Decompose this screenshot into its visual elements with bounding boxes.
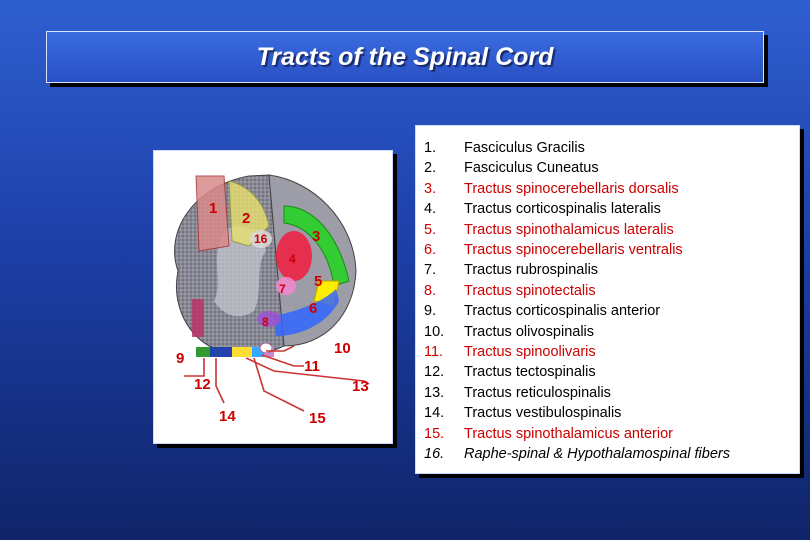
legend-row: 3.Tractus spinocerebellaris dorsalis xyxy=(424,179,679,199)
legend-row: 6.Tractus spinocerebellaris ventralis xyxy=(424,240,683,260)
legend-number: 16. xyxy=(424,446,464,462)
legend-number: 8. xyxy=(424,283,464,299)
legend-text: Tractus spinotectalis xyxy=(464,283,596,299)
tract-12-region xyxy=(196,347,210,357)
legend-number: 11. xyxy=(424,344,464,360)
label-11: 11 xyxy=(304,358,320,375)
legend-row: 4.Tractus corticospinalis lateralis xyxy=(424,199,661,219)
legend-text: Tractus reticulospinalis xyxy=(464,385,611,401)
legend-text: Tractus corticospinalis anterior xyxy=(464,303,660,319)
legend-row: 16.Raphe-spinal & Hypothalamospinal fibe… xyxy=(424,444,730,464)
label-12: 12 xyxy=(194,376,211,393)
legend-text: Tractus spinocerebellaris ventralis xyxy=(464,242,683,258)
label-1: 1 xyxy=(209,200,217,217)
legend-number: 6. xyxy=(424,242,464,258)
legend-text: Fasciculus Gracilis xyxy=(464,140,585,156)
legend-row: 2.Fasciculus Cuneatus xyxy=(424,158,599,178)
legend-text: Tractus spinocerebellaris dorsalis xyxy=(464,181,679,197)
legend-text: Tractus olivospinalis xyxy=(464,324,594,340)
label-15: 15 xyxy=(309,410,326,427)
spinal-cord-diagram: 1 2 16 3 4 5 6 7 8 9 10 11 12 13 14 15 xyxy=(154,151,392,443)
tract-8-region xyxy=(257,311,281,327)
legend-row: 10.Tractus olivospinalis xyxy=(424,322,594,342)
legend-number: 3. xyxy=(424,181,464,197)
legend-text: Fasciculus Cuneatus xyxy=(464,160,599,176)
legend-row: 7.Tractus rubrospinalis xyxy=(424,260,598,280)
legend-text: Tractus rubrospinalis xyxy=(464,262,598,278)
page-title: Tracts of the Spinal Cord xyxy=(257,43,554,72)
label-2: 2 xyxy=(242,210,250,227)
spinal-cord-figure: 1 2 16 3 4 5 6 7 8 9 10 11 12 13 14 15 xyxy=(153,150,393,444)
label-9: 9 xyxy=(176,350,184,367)
legend-number: 15. xyxy=(424,426,464,442)
legend-row: 15.Tractus spinothalamicus anterior xyxy=(424,424,673,444)
tract-14-region xyxy=(210,347,232,357)
label-14: 14 xyxy=(219,408,236,425)
tract-15-region xyxy=(232,347,252,357)
legend-row: 12.Tractus tectospinalis xyxy=(424,362,596,382)
legend-row: 13.Tractus reticulospinalis xyxy=(424,383,611,403)
label-13: 13 xyxy=(352,378,369,395)
legend-number: 9. xyxy=(424,303,464,319)
label-10: 10 xyxy=(334,340,351,357)
legend-number: 4. xyxy=(424,201,464,217)
label-7: 7 xyxy=(279,282,286,296)
label-3: 3 xyxy=(312,228,320,245)
legend-text: Tractus spinoolivaris xyxy=(464,344,596,360)
tract-9-region xyxy=(192,299,204,337)
legend-text: Tractus vestibulospinalis xyxy=(464,405,621,421)
title-banner: Tracts of the Spinal Cord xyxy=(46,31,764,83)
label-5: 5 xyxy=(314,273,322,290)
legend-row: 11.Tractus spinoolivaris xyxy=(424,342,596,362)
legend-row: 14.Tractus vestibulospinalis xyxy=(424,403,621,423)
legend-number: 14. xyxy=(424,405,464,421)
label-6: 6 xyxy=(309,300,317,317)
legend-row: 5.Tractus spinothalamicus lateralis xyxy=(424,220,674,240)
legend-row: 8.Tractus spinotectalis xyxy=(424,281,596,301)
legend-text: Raphe-spinal & Hypothalamospinal fibers xyxy=(464,446,730,462)
legend-number: 2. xyxy=(424,160,464,176)
legend-text: Tractus tectospinalis xyxy=(464,364,596,380)
legend-text: Tractus spinothalamicus anterior xyxy=(464,426,673,442)
legend-number: 1. xyxy=(424,140,464,156)
label-16: 16 xyxy=(254,232,268,246)
label-8: 8 xyxy=(262,315,269,329)
legend-text: Tractus spinothalamicus lateralis xyxy=(464,222,674,238)
legend-row: 9.Tractus corticospinalis anterior xyxy=(424,301,660,321)
legend-number: 7. xyxy=(424,262,464,278)
legend-text: Tractus corticospinalis lateralis xyxy=(464,201,661,217)
legend-number: 12. xyxy=(424,364,464,380)
label-4: 4 xyxy=(289,252,296,266)
legend-number: 5. xyxy=(424,222,464,238)
legend-number: 10. xyxy=(424,324,464,340)
legend-row: 1.Fasciculus Gracilis xyxy=(424,138,585,158)
legend-number: 13. xyxy=(424,385,464,401)
